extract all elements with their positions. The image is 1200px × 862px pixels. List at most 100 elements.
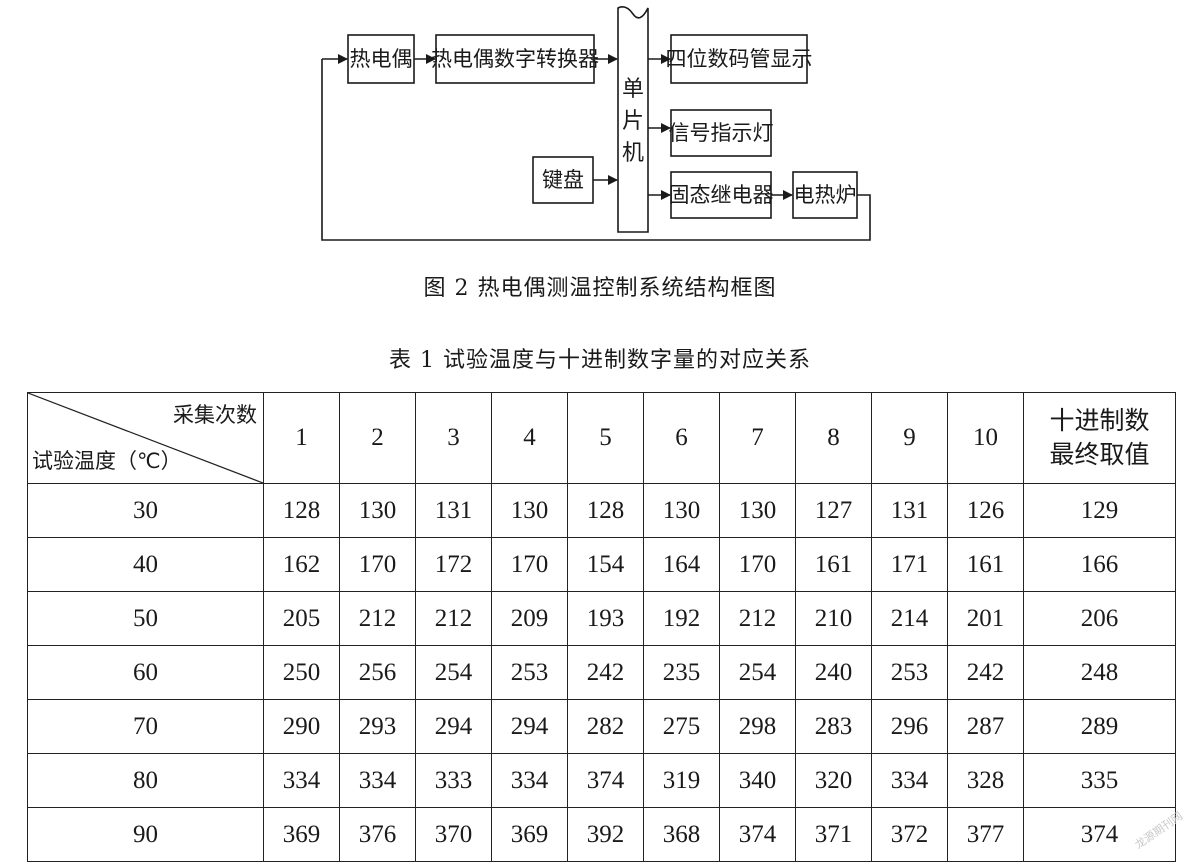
sample-value-cell: 128 (263, 483, 340, 538)
feedback-loop-line (321, 59, 871, 241)
sample-value-cell: 212 (339, 591, 416, 646)
sample-header: 5 (567, 392, 644, 484)
sample-value-cell: 371 (795, 807, 872, 862)
sample-value-cell: 340 (719, 753, 796, 808)
sample-value-cell: 282 (567, 699, 644, 754)
sample-value-cell: 374 (719, 807, 796, 862)
indicator-block (670, 109, 772, 157)
sample-header: 9 (871, 392, 948, 484)
sample-header: 8 (795, 392, 872, 484)
final-value-cell: 129 (1023, 483, 1176, 538)
table-title: 表 1 试验温度与十进制数字量的对应关系 (389, 348, 811, 373)
figure-caption: 图 2 热电偶测温控制系统结构框图 (423, 276, 777, 301)
final-value-cell: 166 (1023, 537, 1176, 592)
sample-header: 2 (339, 392, 416, 484)
sample-value-cell: 161 (795, 537, 872, 592)
sample-header: 4 (491, 392, 568, 484)
sample-value-cell: 209 (491, 591, 568, 646)
sample-value-cell: 192 (643, 591, 720, 646)
sample-value-cell: 172 (415, 537, 492, 592)
sample-value-cell: 374 (567, 753, 644, 808)
sample-value-cell: 212 (415, 591, 492, 646)
sample-value-cell: 294 (415, 699, 492, 754)
temperature-cell: 60 (27, 645, 264, 700)
corner-top-label: 采集次数 (173, 403, 257, 427)
display-label: 四位数码管显示 (666, 47, 813, 71)
sample-value-cell: 131 (415, 483, 492, 538)
sample-value-cell: 392 (567, 807, 644, 862)
temperature-cell: 70 (27, 699, 264, 754)
mcu-label-2: 片 (622, 109, 644, 134)
system-block-diagram: 热电偶 热电偶数字转换器 单 片 机 键盘 四位数码管显示 信号指示灯 固态继电… (321, 6, 871, 241)
sample-value-cell: 214 (871, 591, 948, 646)
sample-value-cell: 296 (871, 699, 948, 754)
sample-value-cell: 154 (567, 537, 644, 592)
temperature-cell: 80 (27, 753, 264, 808)
sample-value-cell: 290 (263, 699, 340, 754)
sample-value-cell: 130 (643, 483, 720, 538)
data-table: 采集次数 试验温度（℃） 1 2 3 4 5 6 7 8 9 10 十进制数 最… (27, 392, 1176, 862)
final-value-header: 十进制数 最终取值 (1023, 392, 1176, 484)
sample-value-cell: 205 (263, 591, 340, 646)
sample-value-cell: 376 (339, 807, 416, 862)
sample-header: 6 (643, 392, 720, 484)
sample-value-cell: 242 (947, 645, 1024, 700)
sample-header: 7 (719, 392, 796, 484)
sample-value-cell: 170 (719, 537, 796, 592)
sample-value-cell: 287 (947, 699, 1024, 754)
final-header-line-1: 十进制数 (1049, 406, 1150, 435)
sample-value-cell: 235 (643, 645, 720, 700)
mcu-label-3: 机 (622, 141, 644, 166)
sample-value-cell: 240 (795, 645, 872, 700)
sample-value-cell: 131 (871, 483, 948, 538)
sample-value-cell: 127 (795, 483, 872, 538)
keyboard-label: 键盘 (542, 168, 584, 192)
sample-value-cell: 293 (339, 699, 416, 754)
sample-value-cell: 170 (491, 537, 568, 592)
sample-value-cell: 201 (947, 591, 1024, 646)
sample-value-cell: 377 (947, 807, 1024, 862)
sample-value-cell: 171 (871, 537, 948, 592)
sample-value-cell: 210 (795, 591, 872, 646)
mcu-label-1: 单 (622, 77, 644, 102)
sample-value-cell: 256 (339, 645, 416, 700)
sample-value-cell: 334 (339, 753, 416, 808)
final-value-cell: 289 (1023, 699, 1176, 754)
indicator-label: 信号指示灯 (669, 121, 774, 145)
sample-value-cell: 328 (947, 753, 1024, 808)
sample-value-cell: 130 (491, 483, 568, 538)
sample-value-cell: 164 (643, 537, 720, 592)
sample-value-cell: 294 (491, 699, 568, 754)
sample-value-cell: 254 (719, 645, 796, 700)
sample-value-cell: 333 (415, 753, 492, 808)
sample-value-cell: 242 (567, 645, 644, 700)
display-block (670, 34, 808, 84)
sample-value-cell: 334 (871, 753, 948, 808)
sample-value-cell: 372 (871, 807, 948, 862)
sample-value-cell: 128 (567, 483, 644, 538)
temperature-cell: 40 (27, 537, 264, 592)
relay-label: 固态继电器 (669, 183, 774, 207)
sample-header: 10 (947, 392, 1024, 484)
sample-value-cell: 275 (643, 699, 720, 754)
furnace-label: 电热炉 (794, 183, 857, 207)
final-value-cell: 335 (1023, 753, 1176, 808)
sample-value-cell: 130 (719, 483, 796, 538)
final-value-cell: 206 (1023, 591, 1176, 646)
final-header-line-2: 最终取值 (1049, 440, 1150, 469)
sample-value-cell: 126 (947, 483, 1024, 538)
sample-value-cell: 254 (415, 645, 492, 700)
sample-value-cell: 368 (643, 807, 720, 862)
sample-value-cell: 283 (795, 699, 872, 754)
temperature-cell: 50 (27, 591, 264, 646)
corner-diagonal (28, 393, 263, 483)
sample-value-cell: 334 (263, 753, 340, 808)
corner-header-cell: 采集次数 试验温度（℃） (27, 392, 264, 484)
sample-value-cell: 298 (719, 699, 796, 754)
